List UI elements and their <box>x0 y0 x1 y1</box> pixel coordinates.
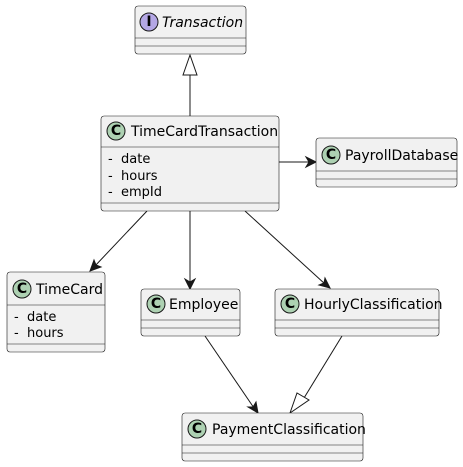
class-name: PayrollDatabase <box>345 148 458 164</box>
edge-timecardtransaction-hourlyclassification <box>244 210 331 289</box>
interface-icon <box>139 12 159 32</box>
class-timecardtransaction: C TimeCardTransaction - date - hours - e… <box>100 115 280 212</box>
edge-timecardtransaction-timecard <box>89 210 148 272</box>
class-name: HourlyClassification <box>304 297 443 313</box>
attribute-date: date <box>121 152 150 167</box>
class-hourlyclassification: C HourlyClassification <box>274 288 443 337</box>
class-paymentclassification: C PaymentClassification <box>181 412 366 462</box>
attribute-date: date <box>27 310 56 325</box>
class-name: Employee <box>169 297 238 313</box>
edge-employee-paymentclassification <box>204 335 259 414</box>
edge-timecardtransaction-transaction <box>182 53 198 116</box>
stereotype-letter: I <box>146 14 151 30</box>
class-timecard: C TimeCard - date - hours <box>6 271 106 353</box>
class-icon <box>280 294 300 314</box>
class-icon <box>12 279 32 299</box>
attribute-hours: hours <box>121 169 158 184</box>
stereotype-letter: C <box>17 281 27 297</box>
visibility-private: - <box>14 326 19 341</box>
class-transaction: I Transaction <box>134 5 247 55</box>
edge-timecardtransaction-payrolldatabase <box>279 155 318 169</box>
class-name: Transaction <box>162 15 243 31</box>
visibility-private: - <box>14 310 19 325</box>
visibility-private: - <box>108 185 113 200</box>
stereotype-letter: C <box>192 421 202 437</box>
class-name: PaymentClassification <box>212 422 366 438</box>
edge-hourlyclassification-paymentclassification <box>289 335 343 415</box>
edge-timecardtransaction-employee <box>183 211 197 291</box>
class-icon <box>187 419 207 439</box>
attribute-hours: hours <box>27 326 64 341</box>
stereotype-letter: C <box>151 296 161 312</box>
visibility-private: - <box>108 152 113 167</box>
stereotype-letter: C <box>326 147 336 163</box>
stereotype-letter: C <box>285 296 295 312</box>
class-payrolldatabase: C PayrollDatabase <box>315 137 458 188</box>
visibility-private: - <box>108 169 113 184</box>
class-icon <box>106 121 126 141</box>
class-name: TimeCardTransaction <box>130 124 278 140</box>
class-employee: C Employee <box>140 288 241 337</box>
class-name: TimeCard <box>35 282 103 298</box>
stereotype-letter: C <box>111 123 121 139</box>
class-icon <box>321 145 341 165</box>
class-icon <box>146 294 166 314</box>
attribute-empid: empId <box>121 185 162 200</box>
